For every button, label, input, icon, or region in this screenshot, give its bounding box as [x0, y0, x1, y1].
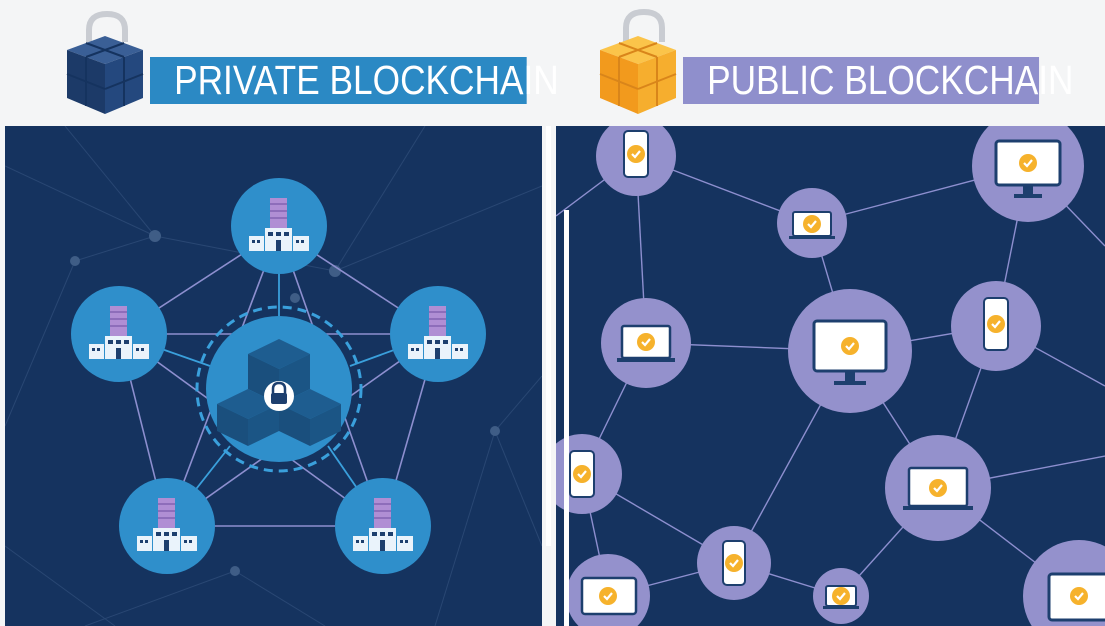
monitor-check-icon [1047, 572, 1105, 622]
private-blockchain-banner: PRIVATE BLOCKCHAIN [150, 57, 559, 104]
locked-blocks-icon [217, 339, 341, 446]
public-node-monitor-2 [566, 554, 650, 626]
private-node-right [390, 286, 486, 382]
public-node-phone-2 [951, 281, 1041, 371]
private-node-top [231, 178, 327, 274]
public-network-diagram [556, 126, 1105, 626]
monitor-check-icon [580, 576, 638, 616]
vertical-divider-line [546, 126, 551, 546]
private-network-diagram [5, 126, 542, 626]
public-node-monitor-1 [972, 126, 1084, 222]
public-node-laptop-3 [885, 435, 991, 541]
laptop-check-icon [617, 324, 675, 362]
private-node-bottom-left [119, 478, 215, 574]
laptop-check-icon [903, 466, 973, 510]
public-node-monitor-3 [1023, 540, 1105, 626]
header: PRIVATE BLOCKCHAIN PUBLIC BLOCKCHAIN [0, 0, 1105, 126]
navy-cube-padlock-icon [66, 10, 144, 114]
smartphone-check-icon [983, 297, 1009, 351]
public-node-phone-4 [697, 526, 771, 600]
public-node-monitor-center [788, 289, 912, 413]
smartphone-check-icon [722, 540, 746, 586]
public-node-laptop-2 [601, 298, 691, 388]
public-node-phone-1 [596, 126, 676, 196]
smartphone-check-icon [623, 130, 649, 178]
background-mesh [5, 126, 542, 626]
smartphone-check-icon [569, 450, 595, 498]
public-node-phone-3 [556, 434, 622, 514]
orange-cube-padlock-icon [599, 8, 677, 114]
public-node-laptop-1 [777, 188, 847, 258]
laptop-check-icon [789, 211, 835, 239]
monitor-check-icon [812, 319, 888, 385]
public-blockchain-panel [556, 126, 1105, 626]
vertical-accent-line [564, 210, 569, 626]
laptop-check-icon [823, 585, 859, 609]
public-blockchain-banner: PUBLIC BLOCKCHAIN [683, 57, 1073, 104]
private-node-left [71, 286, 167, 382]
public-node-laptop-4 [813, 568, 869, 624]
monitor-check-icon [994, 139, 1062, 198]
private-node-bottom-right [335, 478, 431, 574]
central-hub [195, 305, 363, 473]
private-blockchain-panel [5, 126, 542, 626]
